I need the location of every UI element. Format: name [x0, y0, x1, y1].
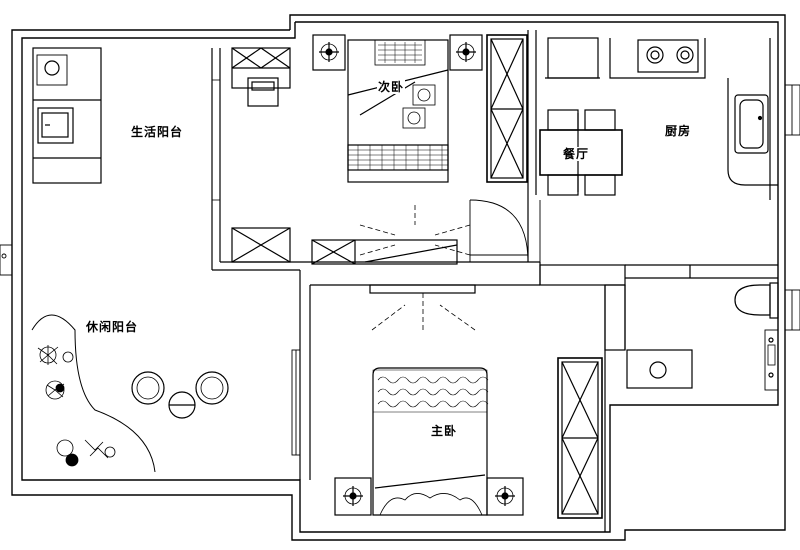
ceiling-light-second: [359, 205, 471, 256]
interior-walls: [32, 30, 778, 532]
label-dining: 餐厅: [562, 147, 591, 161]
wardrobe-second: [231, 47, 291, 89]
nightstand-second-right: [449, 34, 483, 71]
nightstand-master-right: [486, 477, 524, 516]
washing-machine: [36, 54, 68, 86]
kitchen-sink: [734, 94, 769, 154]
stove: [637, 39, 699, 73]
corridor-cabinet: [231, 227, 458, 265]
nightstand-master-left: [334, 477, 372, 516]
label-leisure-balcony: 休闲阳台: [85, 320, 140, 334]
desk-chair: [247, 77, 279, 107]
doors: [469, 199, 541, 263]
tea-table-set: [131, 371, 229, 419]
plant-1: [37, 345, 74, 365]
windows: [0, 84, 800, 456]
label-kitchen: 厨房: [664, 124, 693, 138]
sink: [37, 107, 74, 144]
wardrobe-master: [557, 357, 603, 519]
label-living-balcony: 生活阳台: [130, 125, 185, 139]
shower-rack: [764, 329, 779, 391]
outer-walls: [11, 14, 786, 541]
plant-2: [45, 380, 65, 400]
garden-curve: [31, 314, 156, 473]
decor-icons: [402, 84, 436, 129]
bath-sink: [626, 349, 693, 389]
ceiling-light-master: [369, 284, 476, 331]
toilet: [734, 282, 779, 319]
plant-3: [56, 439, 116, 467]
bed-second: [347, 39, 449, 183]
bed-master: [372, 367, 489, 516]
label-second-bedroom: 次卧: [377, 80, 406, 94]
nightstand-second-left: [312, 34, 346, 71]
wardrobe-tall: [486, 34, 528, 183]
label-master-bedroom: 主卧: [430, 424, 459, 438]
fridge: [547, 37, 599, 79]
